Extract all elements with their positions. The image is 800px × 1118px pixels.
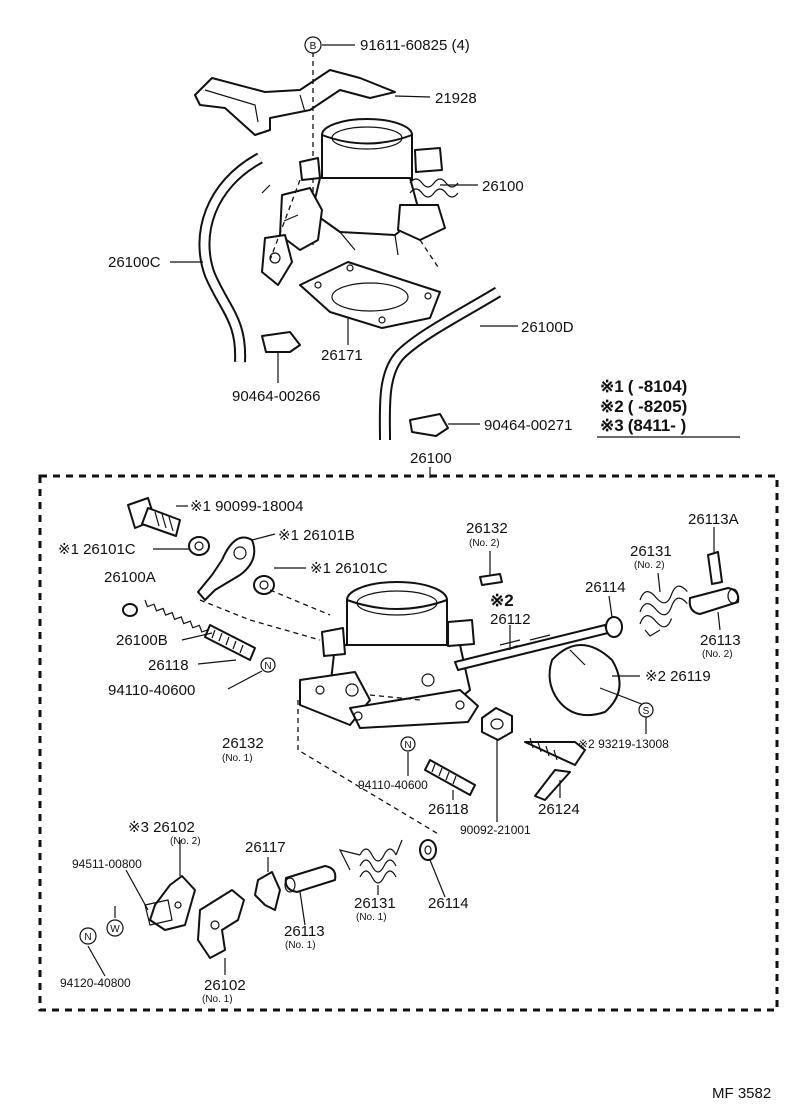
label-26131-no2: 26131 [630, 543, 672, 560]
symbol-n-text-3: N [84, 932, 91, 943]
exploded-view [87, 497, 740, 977]
label-26132-no2-sub: (No. 2) [469, 538, 500, 549]
lever-26117-part [254, 871, 281, 911]
label-91611-60825: 91611-60825 (4) [360, 37, 470, 54]
label-93219-13008: ※2 93219-13008 [578, 737, 669, 751]
label-94120-40800: 94120-40800 [60, 976, 131, 990]
label-26118-a: 26118 [148, 657, 189, 674]
label-26100c: 26100C [108, 254, 161, 271]
label-26102-no1: 26102 [204, 977, 246, 994]
label-26132-no1-sub: (No. 1) [222, 753, 253, 764]
legend-2: ※2( -8205) [600, 397, 687, 416]
symbol-w-text: W [110, 924, 120, 935]
label-26112: 26112 [490, 611, 531, 628]
label-26132-no2: 26132 [466, 520, 508, 537]
sleeve-26113-no2-part [688, 587, 740, 615]
label-26100a: 26100A [104, 569, 156, 586]
label-26118-b: 26118 [428, 801, 469, 818]
screw-26118-lower-part [424, 759, 476, 796]
label-21928: 21928 [435, 90, 477, 107]
label-26101c-a: ※1 26101C [58, 541, 136, 558]
label-26131-no2-sub: (No. 2) [634, 560, 665, 571]
legend-1: ※1( -8104) [600, 377, 687, 396]
symbol-n-circle-2 [400, 736, 416, 752]
spring-26100B-part [144, 599, 209, 633]
symbol-s-text: S [643, 706, 650, 717]
symbol-b-text: B [310, 41, 317, 52]
footer-code: MF 3582 [712, 1085, 771, 1102]
label-26102-no1-sub: (No. 1) [202, 994, 233, 1005]
symbol-n-circle-3 [79, 927, 97, 945]
clamp-90464-00271-part [409, 413, 449, 437]
label-26101b: ※1 26101B [278, 527, 355, 544]
label-26113-no1: 26113 [284, 923, 325, 940]
symbol-n-circle-1 [260, 657, 276, 673]
label-26113-no2: 26113 [700, 632, 741, 649]
label-26101c-b: ※1 26101C [310, 560, 388, 577]
label-26113-no2-sub: (No. 2) [702, 649, 733, 660]
legend-3: ※3(8411- ) [600, 416, 686, 435]
label-26119: ※2 26119 [645, 668, 711, 685]
sleeve-26113-no1-part [284, 865, 337, 893]
symbol-n-text-2: N [404, 740, 411, 751]
label-26114-b: 26114 [428, 895, 469, 912]
assembly-label: 26100 [410, 450, 452, 467]
symbol-n-text-1: N [264, 661, 271, 672]
spring-26131-no1-part [338, 839, 403, 884]
assembly-frame [38, 474, 779, 1012]
label-94110-40600-b: 94110-40600 [358, 778, 428, 792]
label-26117: 26117 [245, 839, 286, 856]
label-26102-no2-sub: (No. 2) [170, 836, 201, 847]
plate-26119-part [548, 644, 621, 716]
symbol-b-circle [304, 36, 322, 54]
label-26100d: 26100D [521, 319, 574, 336]
label-26171: 26171 [321, 347, 363, 364]
throttle-body-26100-part [261, 118, 459, 286]
label-26113a: 26113A [688, 511, 739, 528]
throttle-body-main-part [299, 581, 479, 729]
label-26100: 26100 [482, 178, 524, 195]
label-26113-no1-sub: (No. 1) [285, 940, 316, 951]
lever-26102-no2-part [149, 875, 196, 931]
label-26124: 26124 [538, 801, 580, 818]
label-26114-a: 26114 [585, 579, 626, 596]
symbol-w-circle [106, 919, 124, 937]
label-90099-18004: ※1 90099-18004 [190, 498, 304, 515]
label-26100b: 26100B [116, 632, 168, 649]
nut-90092-21001-part [481, 707, 513, 741]
applicability-legend: ※1( -8104) ※2( -8205) ※3(8411- ) [597, 377, 740, 438]
lever-26102-no1-part [197, 889, 245, 959]
label-90092-21001: 90092-21001 [460, 823, 531, 837]
hose-26100C-part [198, 152, 263, 363]
label-26131-no1-sub: (No. 1) [356, 912, 387, 923]
label-90464-00266: 90464-00266 [232, 388, 320, 405]
bracket-21928-part [194, 69, 396, 136]
spring-26131-no2-part [639, 585, 688, 637]
gasket-26171-part [299, 261, 441, 329]
label-26102-no2: ※3 26102 [128, 819, 195, 836]
label-26112-mark: ※2 [490, 591, 514, 610]
label-26132-no1: 26132 [222, 735, 264, 752]
clamp-90464-00266-part [261, 331, 301, 353]
screw-26118-part [204, 624, 256, 661]
label-26131-no1: 26131 [354, 895, 396, 912]
label-90464-00271: 90464-00271 [484, 417, 572, 434]
label-94511-00800: 94511-00800 [72, 857, 142, 871]
upper-assembly [170, 44, 518, 441]
union-26101B-part [197, 536, 256, 601]
label-94110-40600-a: 94110-40600 [108, 682, 195, 699]
